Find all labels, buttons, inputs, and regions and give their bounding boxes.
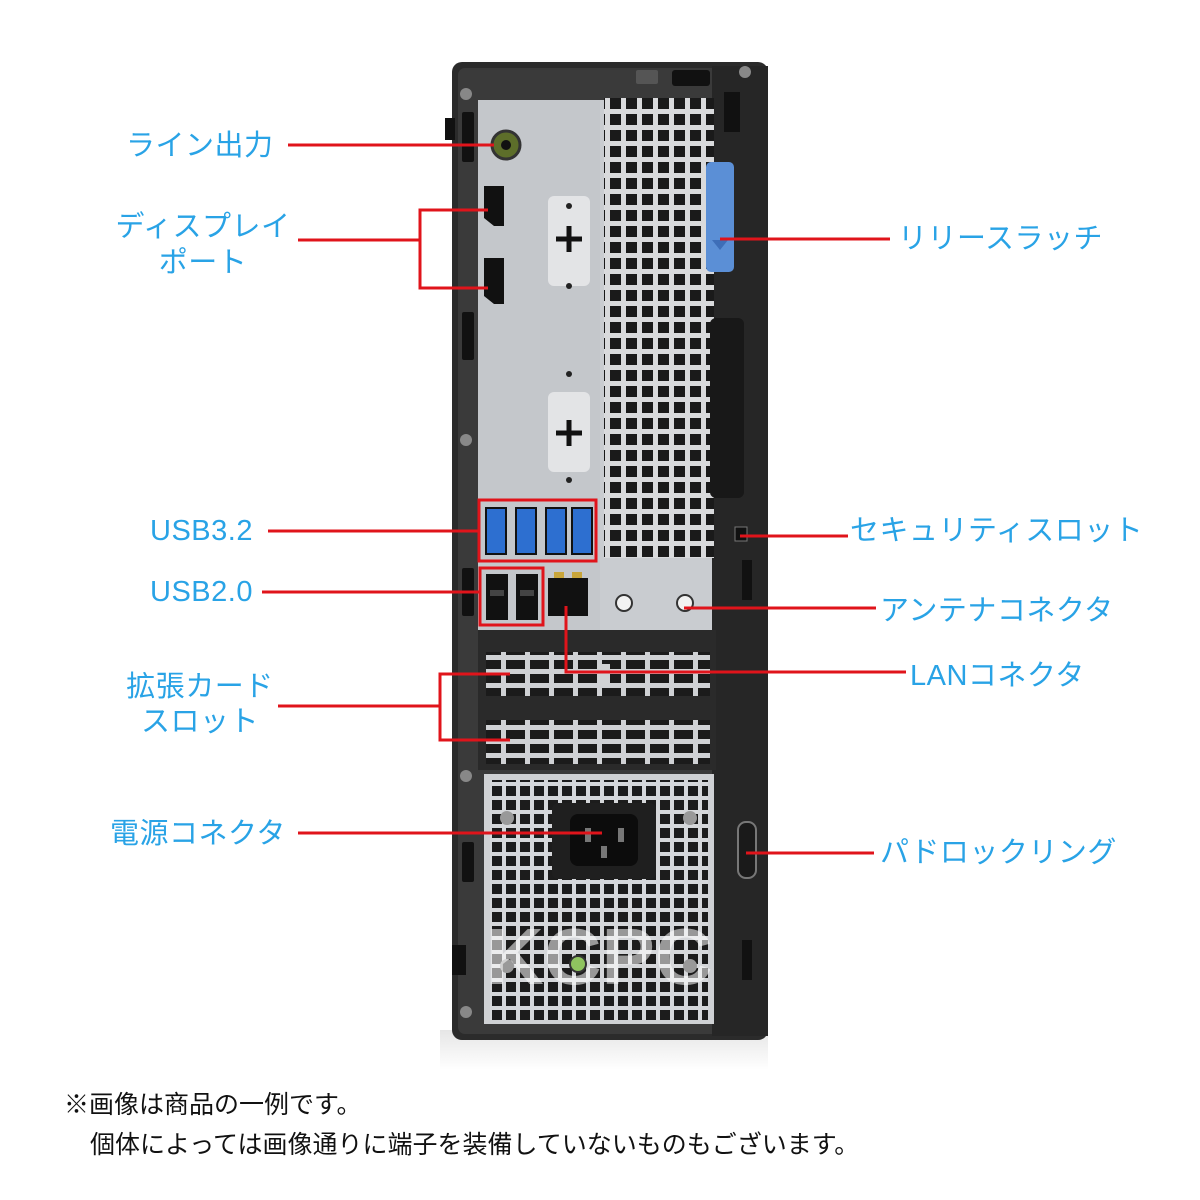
label-displayport-line2: ポート xyxy=(158,245,248,279)
displayport-2 xyxy=(484,258,504,304)
screw xyxy=(460,88,472,100)
vent-grille xyxy=(604,98,714,558)
expansion-slot xyxy=(486,720,710,764)
watermark: KCPC xyxy=(486,912,713,1001)
label-security-slot: セキュリティスロット xyxy=(850,513,1144,547)
usb32-port xyxy=(485,507,507,555)
padlock-ring xyxy=(737,821,757,879)
label-usb20: USB2.0 xyxy=(150,576,253,608)
release-latch xyxy=(706,162,734,272)
usb20-port xyxy=(516,574,538,620)
displayport-1 xyxy=(484,186,504,226)
label-usb32: USB3.2 xyxy=(150,515,253,547)
callout-lines xyxy=(262,143,906,855)
label-lan-connector: LANコネクタ xyxy=(910,660,1085,692)
antenna-connector xyxy=(615,594,633,612)
label-line-out: ライン出力 xyxy=(126,128,274,162)
note-line2: 個体によっては画像通りに端子を装備していないものもございます。 xyxy=(90,1130,860,1159)
security-slot xyxy=(734,526,748,542)
usb32-port xyxy=(571,507,593,555)
usb32-port xyxy=(515,507,537,555)
psu-led xyxy=(569,955,587,973)
label-release-latch: リリースラッチ xyxy=(898,221,1104,255)
label-power-connector: 電源コネクタ xyxy=(110,816,286,850)
usb32-port xyxy=(545,507,567,555)
top-handle xyxy=(672,70,710,86)
lan-port xyxy=(548,578,588,616)
usb20-port xyxy=(486,574,508,620)
note-line1: ※画像は商品の一例です。 xyxy=(64,1090,362,1119)
label-displayport-line1: ディスプレイ xyxy=(115,209,291,243)
label-expansion-line2: スロット xyxy=(140,704,259,738)
label-antenna-connector: アンテナコネクタ xyxy=(880,593,1114,627)
label-expansion-line1: 拡張カード xyxy=(126,669,274,703)
label-padlock-ring: パドロックリング xyxy=(880,835,1117,869)
